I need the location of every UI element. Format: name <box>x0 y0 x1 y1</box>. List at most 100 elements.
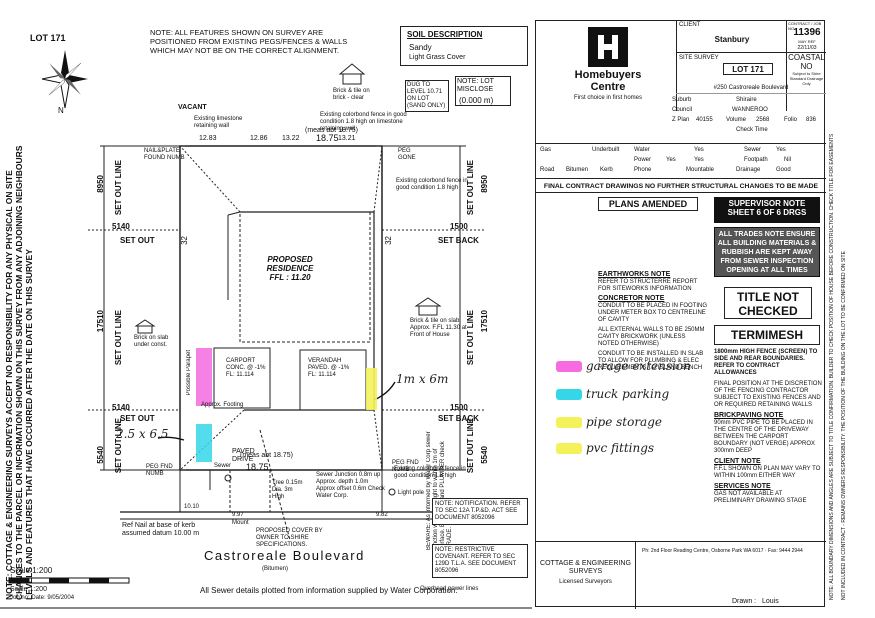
brand-line2: Centre <box>590 81 626 93</box>
misclose-label: NOTE: LOT MISCLOSE <box>457 78 494 93</box>
surveyor-stamp: COTTAGE & ENGINEERING SURVEYS Licensed S… <box>536 542 636 609</box>
street-name: Castroreale Boulevard <box>204 548 365 563</box>
brickpaving-body: 90mm PVC PIPE TO BE PLACED IN THE CENTRE… <box>714 420 816 454</box>
north-arrow-icon <box>41 50 88 109</box>
legend-swatch <box>556 442 582 454</box>
approx-footing: Approx. Footing <box>201 402 244 408</box>
site-plan <box>0 145 532 609</box>
earthworks-title: EARTHWORKS NOTE <box>598 271 671 278</box>
road-label: Road <box>540 167 555 173</box>
fol-value: 836 <box>806 117 817 123</box>
surveyor-line2: SURVEYS <box>568 568 603 575</box>
concretor-title: CONCRETOR NOTE <box>598 295 665 302</box>
possible-parapet: Possible Parapet <box>186 350 192 396</box>
earthworks-body: REFER TO STRUCTERRE REPORT FOR SITEWORKS… <box>598 279 698 292</box>
gas-value: Underbuilt <box>592 147 620 153</box>
right-dim-mid: 17510 <box>480 310 489 333</box>
cover-note: PROPOSED COVER BY OWNER TO SHIRE SPECIFI… <box>256 528 323 548</box>
peg-gone: PEG GONE <box>398 148 416 161</box>
address-line: #250 Castroreale Boulevard <box>676 85 826 94</box>
job-block: CONTRACT / JOB NO 11396 MAY REF 22/11/03 <box>786 21 826 53</box>
pipe-storage-region <box>366 368 377 410</box>
phone-label: Phone <box>634 167 652 173</box>
final-position: FINAL POSITION AT THE DISCRETION OF THE … <box>714 381 822 408</box>
paved-drive: PAVED DRIVE <box>232 448 255 463</box>
date-line: Job no: Date: 9/05/2004 <box>10 595 75 601</box>
site-label: SITE SURVEY <box>679 55 719 61</box>
right-dim-bottom: 5540 <box>480 446 489 464</box>
side-32-left: 32 <box>180 236 189 245</box>
tree-note: Tree 0.15m Dia. 3m High <box>272 480 303 500</box>
coastal-label: COASTAL <box>788 53 825 62</box>
handwritten-1x6: 1m x 6m <box>396 372 449 386</box>
set-back-top: SET BACK <box>438 236 479 245</box>
legend-swatch <box>556 360 582 372</box>
coastal-no: NO <box>800 62 813 71</box>
level-1: 12.83 <box>199 135 217 142</box>
power-value: Yes <box>666 157 676 163</box>
house-icon-left <box>134 319 156 334</box>
brick-slab-right: Brick & tile on slab Approx. F.FL 11.30 … <box>410 318 467 338</box>
street-surface: (Bitumen) <box>262 566 289 572</box>
final-banner: FINAL CONTRACT DRAWINGS NO FURTHER STRUC… <box>536 181 826 193</box>
set-out-bottom: SET OUT <box>120 414 155 423</box>
beware-note: BEWARE: As informed by Water Corp sewer … <box>426 431 453 550</box>
road-value: Bitumen <box>566 167 589 173</box>
level-2: 12.86 <box>250 135 268 142</box>
drainage-label: Drainage <box>736 167 761 173</box>
contract-label: CONTRACT / JOB NO <box>788 21 822 31</box>
rev-label: MAY REF <box>798 39 816 44</box>
footpath-value: Nil <box>784 157 791 163</box>
legend-label: pipe storage <box>586 415 662 429</box>
left-dim-bottom: 5540 <box>96 446 105 464</box>
note-restrictive: NOTE: RESTRICTIVE COVENANT. REFER TO SEC… <box>432 544 528 578</box>
supervisor-note-title: SUPERVISOR NOTE <box>728 199 806 208</box>
limestone-note: Existing limestone retaining wall <box>194 116 243 129</box>
surveyor-line3: Licensed Surveyors <box>559 579 612 585</box>
right-vertical-note: NOTE: ALL BOUNDARY DIMENSIONS AND ANGLES… <box>829 133 835 600</box>
client-note-title: CLIENT NOTE <box>714 458 761 465</box>
soil-box: SOIL DESCRIPTION Sandy Light Grass Cover <box>400 26 528 66</box>
services-table: Gas Underbuilt Water Yes Sewer Yes Power… <box>536 143 826 179</box>
sheet-panel: Homebuyers Centre First choice in first … <box>535 20 826 609</box>
kerb-note: Ref Nail at base of kerb assumed datum 1… <box>122 522 200 537</box>
all-trades-note: ALL TRADES NOTE ENSURE ALL BUILDING MATE… <box>714 227 820 277</box>
check-label: Check Time <box>736 127 768 133</box>
conduit-note: CONDUIT TO BE INSTALLED IN SLAB TO ALLOW… <box>598 351 704 371</box>
plan-label: Z Plan <box>672 117 690 123</box>
legend-item: pipe storage <box>556 409 706 435</box>
dim-5140-bottom: 5140 <box>112 403 130 412</box>
colorbond-note-2: Existing colorbond fence in good conditi… <box>396 178 468 191</box>
legend-label: garage extension <box>586 359 691 373</box>
peg-found-bl: PEG FND NUMB <box>146 464 173 477</box>
left-dim-mid: 17510 <box>96 310 105 333</box>
dim-1500-bottom: 1500 <box>450 403 468 412</box>
soil-cover: Light Grass Cover <box>409 54 466 61</box>
footpath-label: Footpath <box>744 157 768 163</box>
top-dim: 18.75 <box>316 133 339 143</box>
garage-extension-region <box>196 348 212 406</box>
side-32-right: 32 <box>384 236 393 245</box>
colorbond-note-1: Existing colorbond fence in good conditi… <box>320 112 407 132</box>
legend-label: truck parking <box>586 387 670 401</box>
external-walls: ALL EXTERNAL WALLS TO BE 250MM CAVITY BR… <box>598 327 705 347</box>
right-vertical-note-2: NOT INCLUDED IN CONTRACT - REMAINS OWNER… <box>841 251 847 600</box>
coastal-note: Subject to Shire Standard Drainage Only <box>789 71 824 86</box>
sewer-value: Yes <box>776 147 786 153</box>
council-label: Council <box>672 107 693 113</box>
level-3: 13.22 <box>282 135 300 142</box>
plan-value: 40155 <box>696 117 713 123</box>
dug-note: DUG TO LEVEL 10.71 ON LOT (SAND ONLY) <box>405 80 449 112</box>
property-details: Suburb Shiraire Council WANNEROO Z Plan … <box>672 97 826 141</box>
power-label: Power <box>634 157 652 163</box>
ffl-value: FFL : 11.20 <box>269 273 311 282</box>
plans-amended: PLANS AMENDED <box>598 197 698 211</box>
kerb-value: Mountable <box>686 167 715 173</box>
client-block: CLIENT Stanbury <box>676 21 786 53</box>
brick-tile-note: Brick & tile on brick - clear <box>333 88 370 101</box>
survey-drawing: LOT 171 N NOTE: ALL FEATURES SHOWN ON SU… <box>0 26 532 609</box>
north-label: N <box>58 106 64 115</box>
water-value: Yes <box>694 147 704 153</box>
right-notes: 1800mm HIGH FENCE (SCREEN) TO SIDE AND R… <box>714 349 822 505</box>
peg-found-tl: NAIL&PLATE FOUND NUMB <box>144 148 185 161</box>
